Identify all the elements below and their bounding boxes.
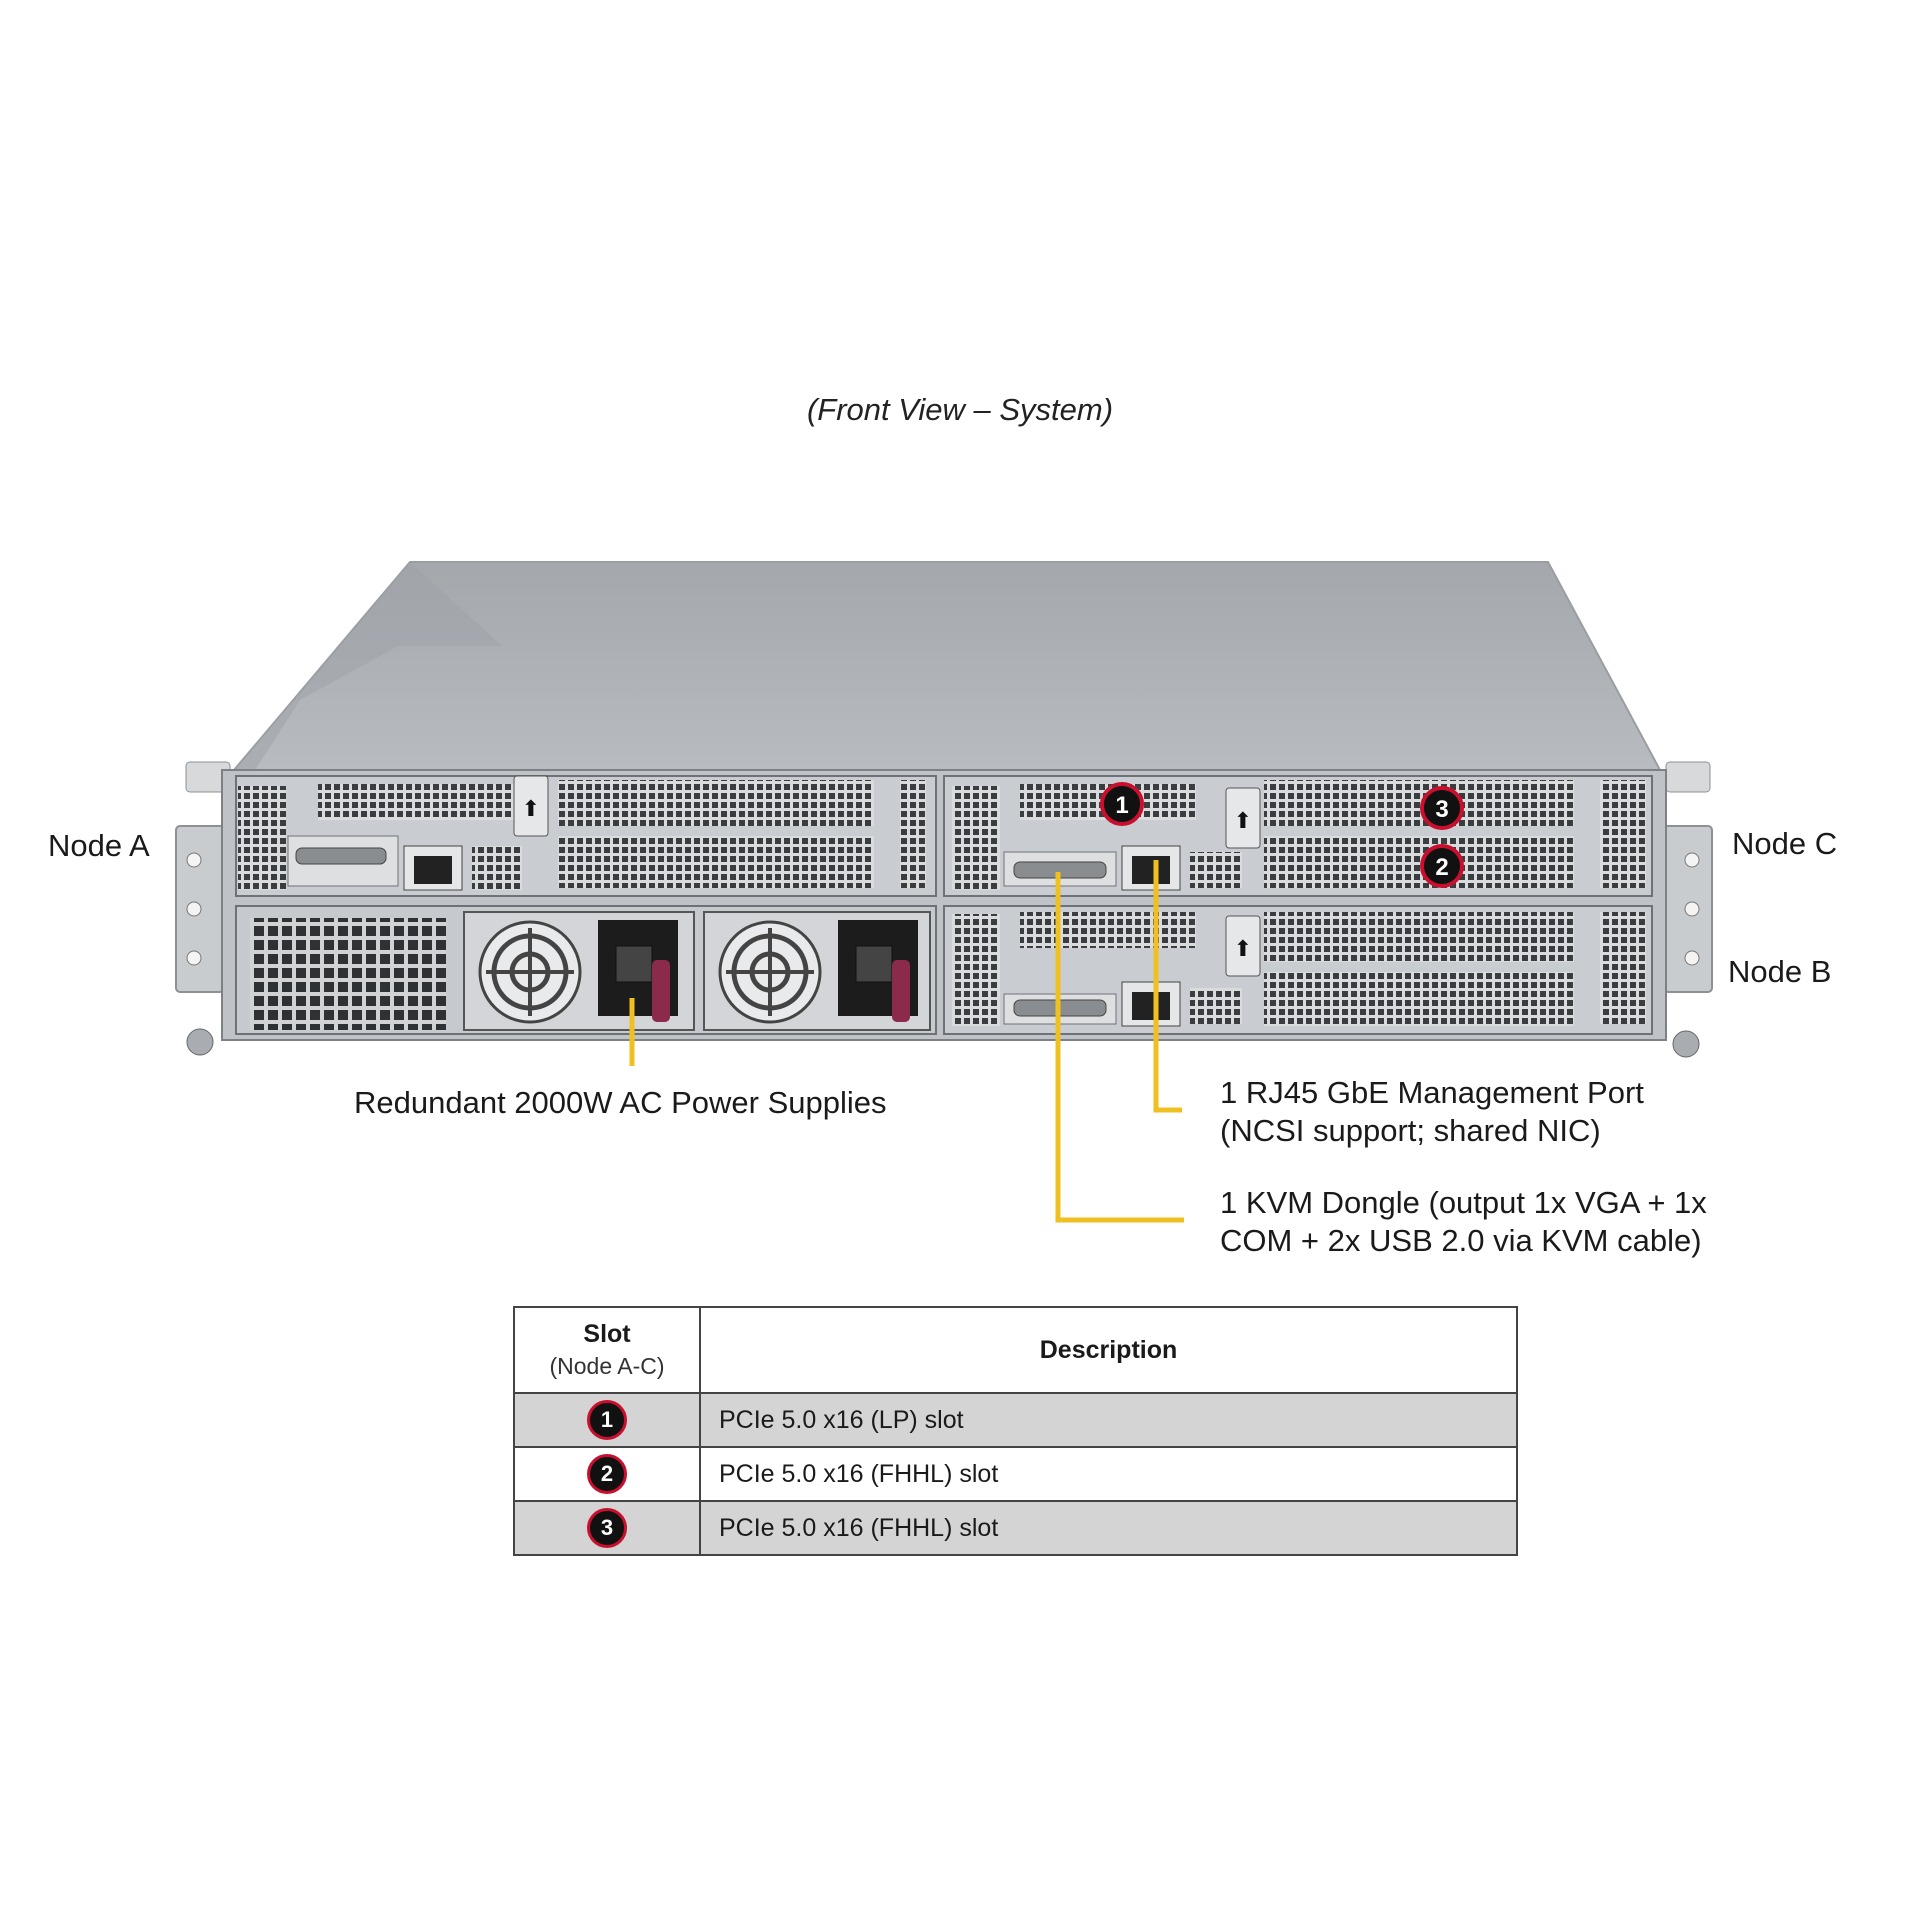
callout-lines bbox=[629, 860, 1184, 1223]
rj45-callout: 1 RJ45 GbE Management Port (NCSI support… bbox=[1220, 1074, 1644, 1150]
power-supply-callout: Redundant 2000W AC Power Supplies bbox=[354, 1085, 887, 1120]
node-a-module: ⬆ bbox=[235, 775, 937, 897]
svg-text:⬆: ⬆ bbox=[522, 797, 540, 822]
slot-badge: 2 bbox=[587, 1454, 627, 1494]
node-a-label: Node A bbox=[48, 828, 150, 863]
slot-1-badge-on-chassis: 1 bbox=[1100, 782, 1144, 826]
slot-description-table: Slot (Node A-C) Description 1 PCIe 5.0 x… bbox=[513, 1306, 1518, 1556]
kvm-callout-line1: 1 KVM Dongle (output 1x VGA + 1x bbox=[1220, 1185, 1707, 1220]
svg-text:3: 3 bbox=[1435, 796, 1448, 823]
rack-ear-left bbox=[175, 761, 231, 1056]
slot-badge: 3 bbox=[587, 1508, 627, 1548]
slot-header-title: Slot bbox=[583, 1320, 631, 1348]
slot-cell: 2 bbox=[513, 1446, 701, 1502]
view-caption: (Front View – System) bbox=[806, 392, 1114, 427]
node-b-module: ⬆ bbox=[943, 905, 1653, 1035]
power-supply-1 bbox=[463, 911, 695, 1031]
psu-bay bbox=[235, 905, 937, 1035]
table-row: 3 PCIe 5.0 x16 (FHHL) slot bbox=[513, 1500, 1518, 1556]
description-cell: PCIe 5.0 x16 (FHHL) slot bbox=[699, 1500, 1518, 1556]
table-row: 2 PCIe 5.0 x16 (FHHL) slot bbox=[513, 1446, 1518, 1502]
description-column-header: Description bbox=[699, 1306, 1518, 1394]
node-c-module: ⬆ bbox=[943, 775, 1653, 897]
svg-text:1: 1 bbox=[1115, 792, 1128, 819]
description-cell: PCIe 5.0 x16 (FHHL) slot bbox=[699, 1446, 1518, 1502]
slot-cell: 1 bbox=[513, 1392, 701, 1448]
power-supply-2 bbox=[703, 911, 931, 1031]
table-header-row: Slot (Node A-C) Description bbox=[513, 1306, 1518, 1394]
kvm-callout-line bbox=[1055, 872, 1184, 1223]
svg-text:2: 2 bbox=[1435, 854, 1448, 881]
slot-3-badge-on-chassis: 3 bbox=[1420, 786, 1464, 830]
table-row: 1 PCIe 5.0 x16 (LP) slot bbox=[513, 1392, 1518, 1448]
kvm-callout-line2: COM + 2x USB 2.0 via KVM cable) bbox=[1220, 1223, 1702, 1258]
description-cell: PCIe 5.0 x16 (LP) slot bbox=[699, 1392, 1518, 1448]
slot-badge: 1 bbox=[587, 1400, 627, 1440]
chassis-top-cover bbox=[231, 561, 1662, 771]
rj45-callout-line2: (NCSI support; shared NIC) bbox=[1220, 1113, 1601, 1148]
slot-2-badge-on-chassis: 2 bbox=[1420, 844, 1464, 888]
kvm-callout: 1 KVM Dongle (output 1x VGA + 1x COM + 2… bbox=[1220, 1184, 1707, 1260]
slot-cell: 3 bbox=[513, 1500, 701, 1556]
node-b-label: Node B bbox=[1728, 954, 1832, 989]
node-c-label: Node C bbox=[1732, 826, 1838, 861]
rj45-callout-line1: 1 RJ45 GbE Management Port bbox=[1220, 1075, 1644, 1110]
rj45-callout-line bbox=[1153, 860, 1182, 1113]
slot-header-sub: (Node A-C) bbox=[549, 1353, 665, 1379]
svg-text:⬆: ⬆ bbox=[1234, 937, 1252, 962]
rack-ear-right bbox=[1663, 761, 1713, 1058]
svg-text:⬆: ⬆ bbox=[1234, 809, 1252, 834]
slot-column-header: Slot (Node A-C) bbox=[513, 1306, 701, 1394]
